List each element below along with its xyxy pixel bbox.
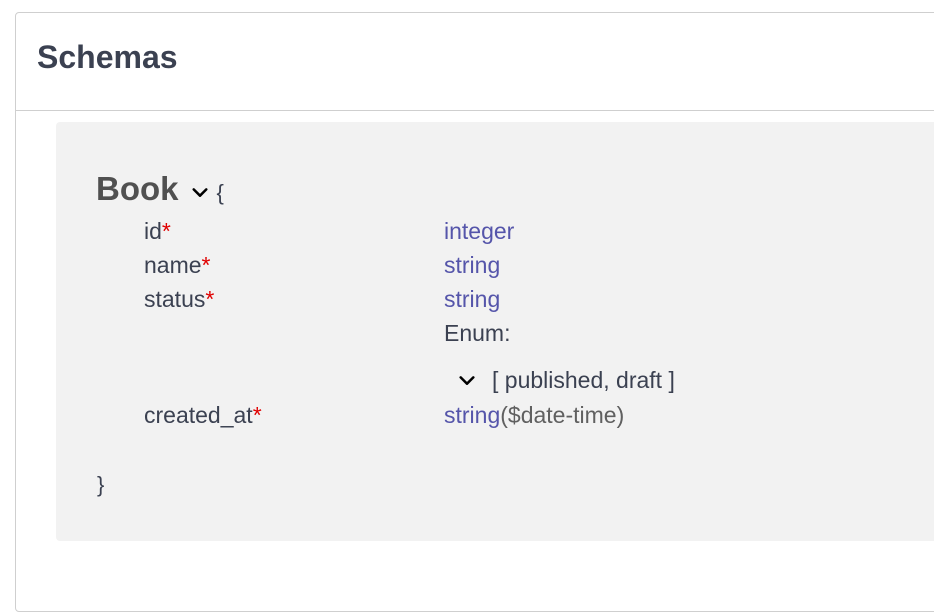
- property-type-text: string: [444, 252, 501, 278]
- close-brace: }: [97, 472, 105, 497]
- property-name-text: name: [144, 252, 202, 278]
- property-type-created-at: string($date-time): [444, 402, 624, 429]
- model-name: Book: [96, 170, 179, 207]
- property-name-text: id: [144, 218, 162, 244]
- model-box-book: Book { id* integer name* string status* …: [56, 122, 934, 541]
- open-brace: {: [216, 180, 224, 205]
- chevron-down-icon[interactable]: [191, 184, 209, 202]
- enum-values: [ published, draft ]: [492, 367, 675, 393]
- property-name-created-at: created_at*: [144, 402, 262, 429]
- property-type-text: string: [444, 402, 501, 428]
- required-marker: *: [252, 402, 262, 428]
- property-type-name: string: [444, 252, 500, 279]
- model-toggle[interactable]: Book {: [96, 170, 224, 208]
- enum-toggle[interactable]: [ published, draft ]: [458, 367, 675, 394]
- property-type-id: integer: [444, 218, 514, 245]
- property-name-text: status: [144, 286, 206, 312]
- property-name-id: id*: [144, 218, 171, 245]
- schemas-title[interactable]: Schemas: [37, 39, 178, 75]
- property-type-text: integer: [444, 218, 515, 244]
- enum-label: Enum:: [444, 320, 511, 346]
- property-format: ($date-time): [500, 402, 625, 428]
- schemas-header[interactable]: Schemas: [16, 13, 934, 111]
- required-marker: *: [205, 286, 215, 312]
- property-name-status: status*: [144, 286, 214, 313]
- required-marker: *: [161, 218, 171, 244]
- property-name-name: name*: [144, 252, 211, 279]
- property-type-status: string: [444, 286, 500, 313]
- property-name-text: created_at: [144, 402, 253, 428]
- required-marker: *: [201, 252, 211, 278]
- chevron-down-icon[interactable]: [458, 372, 476, 390]
- property-type-text: string: [444, 286, 501, 312]
